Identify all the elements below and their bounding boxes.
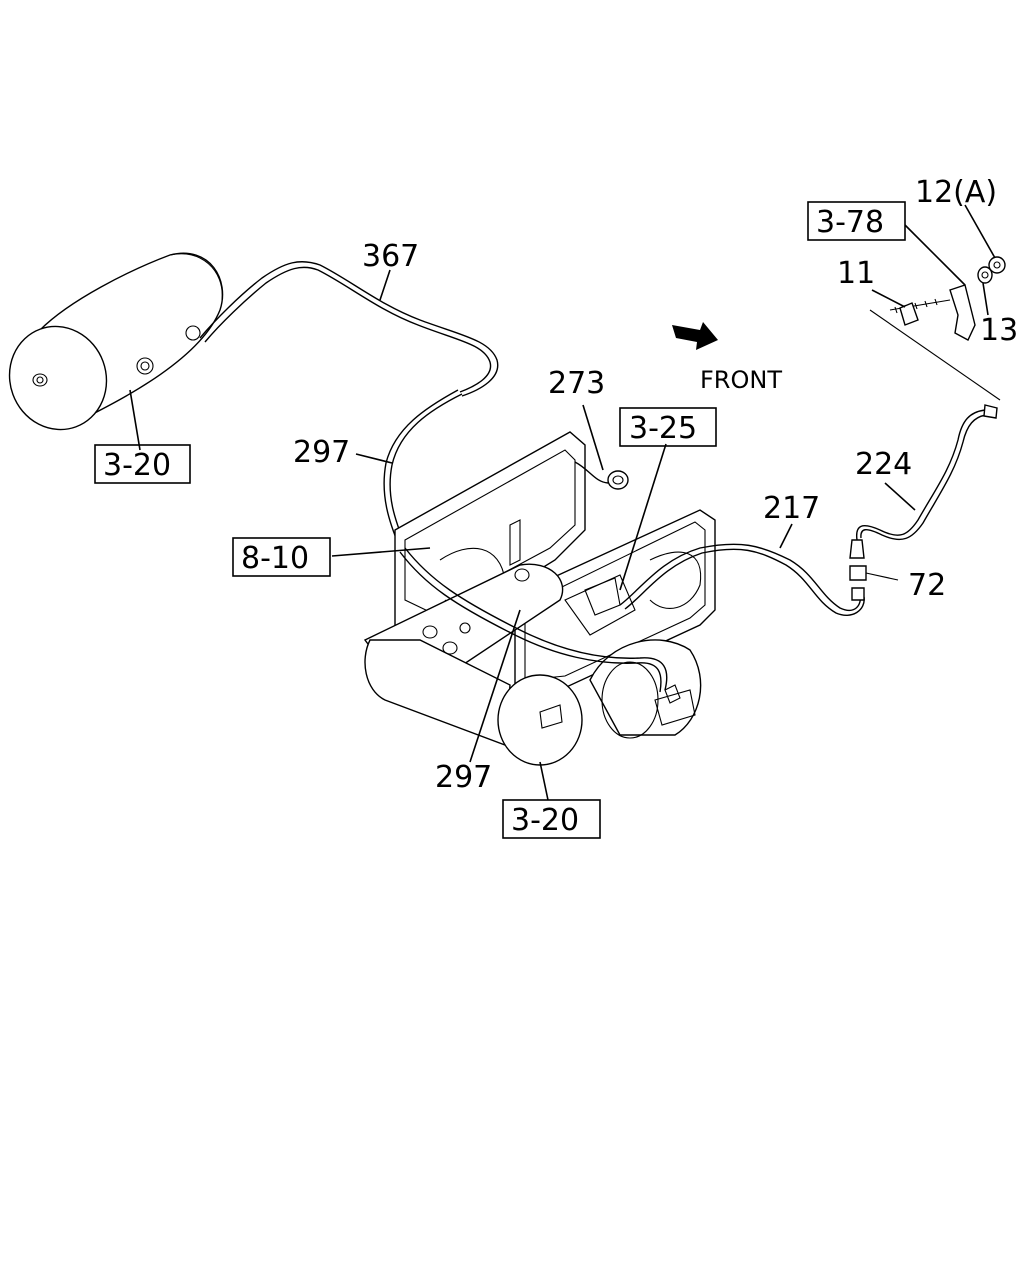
pipe-217 (619, 543, 865, 616)
part-72-fittings (849, 539, 899, 601)
ref-3-20-left-label[interactable]: 3-20 (103, 448, 171, 483)
ref-box-8-10[interactable] (232, 537, 331, 577)
ref-8-10-label[interactable]: 8-10 (241, 541, 309, 576)
part-217-label: 217 (763, 491, 820, 526)
front-label: FRONT (700, 366, 782, 394)
pipe-224 (855, 404, 998, 541)
part-224-label: 224 (855, 447, 912, 482)
ref-box-3-25[interactable] (619, 407, 717, 447)
left-air-tank (8, 252, 224, 431)
ref-3-25-label[interactable]: 3-25 (629, 411, 697, 446)
part-273-label: 273 (548, 366, 605, 401)
pipe-297-upper (383, 389, 463, 549)
ref-3-20-bottom-label[interactable]: 3-20 (511, 803, 579, 838)
pipe-367 (199, 261, 499, 397)
ref-box-3-20-bottom[interactable] (502, 799, 601, 839)
part-72-label: 72 (908, 568, 946, 603)
part-13-label: 13 (980, 313, 1018, 348)
part-297-lower-label: 297 (435, 760, 492, 795)
part-12a-label: 12(A) (915, 175, 997, 210)
leader-lines (129, 204, 996, 801)
bracket-assembly (869, 256, 1006, 401)
ref-3-78-label[interactable]: 3-78 (816, 205, 884, 240)
part-273-fitting (574, 461, 629, 490)
part-11-label: 11 (837, 256, 875, 291)
part-297-upper-label: 297 (293, 435, 350, 470)
part-367-label: 367 (362, 239, 419, 274)
ref-box-3-78[interactable] (807, 201, 906, 241)
pipe-297-lower (399, 547, 668, 693)
ref-box-3-20-left[interactable] (94, 444, 191, 484)
front-arrow-icon (672, 322, 718, 350)
